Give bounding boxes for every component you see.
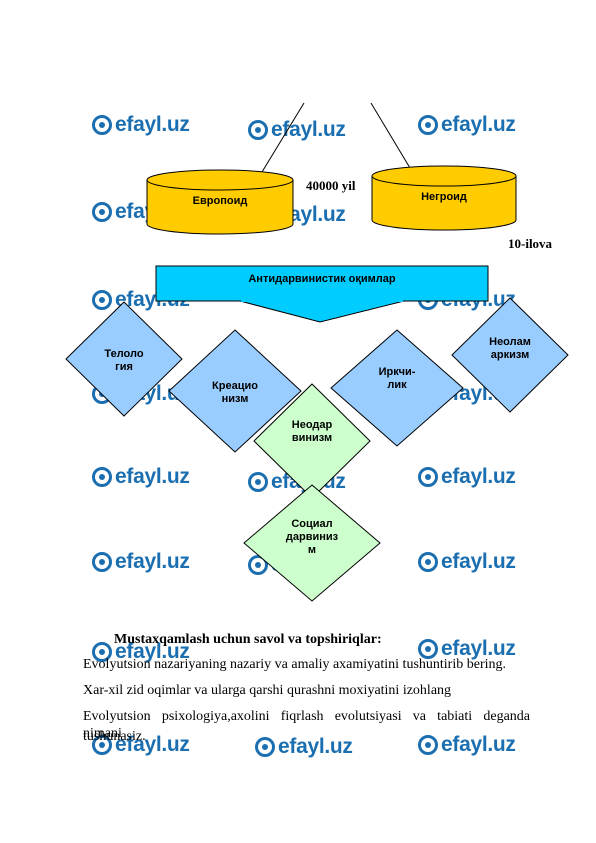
cylinder-europoid-label: Европоид bbox=[192, 195, 248, 207]
questions-heading: Mustaxqamlash uchun savol va topshiriqla… bbox=[114, 632, 382, 647]
cylinder-negroid-label: Негроид bbox=[421, 191, 467, 203]
watermark: efayl.uz bbox=[418, 550, 516, 574]
node-racism: Иркчи- лик bbox=[367, 366, 427, 392]
node-text: винизм bbox=[291, 432, 333, 444]
node-text: Социал bbox=[291, 518, 333, 530]
cylinder-body bbox=[146, 179, 294, 235]
connector-line bbox=[261, 102, 305, 173]
diamond-neolamarckism bbox=[451, 297, 569, 413]
cylinder-body bbox=[371, 175, 517, 231]
diamond-teleology bbox=[65, 301, 183, 417]
watermark-logo-icon bbox=[418, 552, 438, 572]
watermark-logo-icon bbox=[418, 639, 438, 659]
watermark-logo-icon bbox=[248, 120, 268, 140]
cylinder-top bbox=[146, 169, 294, 191]
watermark: efayl.uz bbox=[92, 733, 190, 757]
node-neodarwinism: Неодар винизм bbox=[280, 419, 344, 445]
watermark-logo-icon bbox=[92, 290, 112, 310]
node-text: гия bbox=[115, 361, 133, 373]
node-text: дарвиниз bbox=[285, 531, 339, 543]
appendix-label: 10-ilova bbox=[508, 236, 553, 251]
node-text: Неолам bbox=[489, 336, 531, 348]
watermark-logo-icon bbox=[92, 552, 112, 572]
watermark-logo-icon bbox=[418, 735, 438, 755]
question-1: Evolyutsion nazariyaning nazariy va amal… bbox=[83, 657, 506, 672]
banner-arrow bbox=[155, 265, 489, 323]
watermark: efayl.uz bbox=[418, 637, 516, 661]
watermark-logo-icon bbox=[418, 467, 438, 487]
watermark-logo-icon bbox=[92, 642, 112, 662]
diamond-creationism bbox=[168, 329, 302, 453]
node-text: аркизм bbox=[490, 349, 530, 361]
watermark-logo-icon bbox=[92, 735, 112, 755]
watermark-logo-icon bbox=[418, 115, 438, 135]
node-text: Креацио bbox=[212, 380, 258, 392]
cylinder-negroid bbox=[371, 165, 517, 231]
watermark-logo-icon bbox=[248, 555, 268, 575]
node-creationism: Креацио низм bbox=[203, 380, 267, 406]
node-text: Иркчи- bbox=[378, 366, 416, 378]
node-text: м bbox=[307, 544, 317, 556]
watermark: efayl.uz bbox=[418, 113, 516, 137]
watermark: efayl.uz bbox=[92, 550, 190, 574]
watermark-logo-icon bbox=[92, 202, 112, 222]
watermark: efayl.uz bbox=[255, 735, 353, 759]
watermark: efayl.uz bbox=[248, 118, 346, 142]
watermark-logo-icon bbox=[255, 737, 275, 757]
cylinder-europoid bbox=[146, 169, 294, 235]
watermark-logo-icon bbox=[248, 472, 268, 492]
node-text: лик bbox=[387, 379, 407, 391]
node-neolamarckism: Неолам аркизм bbox=[478, 336, 542, 362]
question-2: Xar-xil zid oqimlar va ularga qarshi qur… bbox=[83, 683, 452, 698]
diamond-social-darwinism bbox=[243, 484, 381, 602]
node-text: Неодар bbox=[291, 419, 333, 431]
node-text: низм bbox=[221, 393, 249, 405]
node-text: Телоло bbox=[104, 348, 144, 360]
watermark: efayl.uz bbox=[92, 640, 190, 664]
diamond-racism bbox=[330, 329, 464, 447]
watermark: efayl.uz bbox=[418, 465, 516, 489]
years-label: 40000 yil bbox=[306, 178, 356, 193]
watermark-logo-icon bbox=[92, 115, 112, 135]
watermark-logo-icon bbox=[92, 467, 112, 487]
node-social-darwinism: Социал дарвиниз м bbox=[278, 518, 346, 557]
connector-line bbox=[370, 102, 411, 169]
watermark: efayl.uz bbox=[92, 113, 190, 137]
watermark: efayl.uz bbox=[92, 465, 190, 489]
question-3-line-1: Evolyutsion psixologiya,axolini fiqrlash… bbox=[83, 709, 530, 741]
question-3-line-2: tushunasiz. bbox=[83, 729, 146, 744]
watermark: efayl.uz bbox=[418, 733, 516, 757]
cylinder-top bbox=[371, 165, 517, 187]
banner-title: Антидарвинистик оқимлар bbox=[248, 273, 396, 285]
node-teleology: Телоло гия bbox=[94, 348, 154, 374]
banner-arrow-tail bbox=[239, 300, 405, 323]
